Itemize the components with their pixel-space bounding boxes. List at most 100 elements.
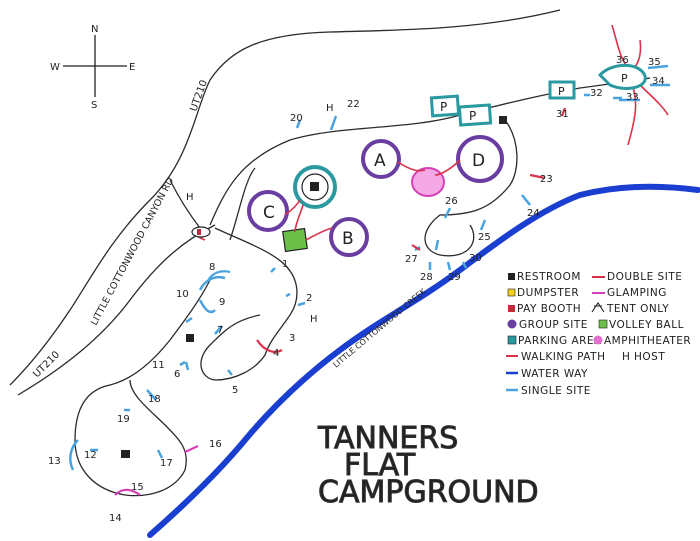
legend-amphitheater: AMPHITHEATER: [604, 335, 691, 347]
host-label: H: [186, 192, 194, 203]
site-15: 15: [131, 482, 144, 493]
creek-label: LITTLE COTTONWOOD CREEK: [332, 286, 429, 369]
site-36: 36: [616, 55, 629, 66]
title-line-1: TANNERS: [317, 421, 458, 456]
site-31: 31: [556, 109, 569, 120]
road-upper-loop: [209, 77, 651, 226]
site-32: 32: [590, 88, 603, 99]
tent-icon: [591, 302, 605, 313]
site-29: 29: [448, 272, 461, 283]
site-2: 2: [306, 293, 312, 304]
site-3: 3: [289, 333, 295, 344]
title: TANNERS FLAT CAMPGROUND: [317, 421, 540, 511]
title-line-2: FLAT: [344, 448, 416, 483]
glamping-16: [184, 445, 199, 453]
legend-amphitheater-swatch: [593, 335, 603, 345]
site-19: 19: [117, 414, 130, 425]
parking-icon: [507, 335, 517, 345]
legend-host: HOST: [634, 351, 665, 363]
site-17: 17: [160, 458, 173, 469]
road-ut210: [9, 9, 561, 386]
site-10: 10: [176, 289, 189, 300]
legend-double-site: DOUBLE SITE: [607, 271, 682, 283]
site-11: 11: [152, 360, 165, 371]
legend-parking-area: PARKING AREA: [518, 335, 602, 347]
site-24: 24: [527, 208, 540, 219]
glamping-14: [114, 488, 141, 496]
parking-3-label: P: [558, 85, 565, 98]
road-inner: [17, 224, 216, 396]
group-site-c-label: C: [263, 203, 275, 223]
volleyball-court[interactable]: [282, 227, 308, 253]
road-label-canyon: LITTLE COTTONWOOD CANYON RD: [89, 176, 177, 327]
site-23: 23: [540, 174, 553, 185]
legend-dumpster-swatch: [507, 288, 516, 297]
legend-single-site: SINGLE SITE: [521, 385, 591, 397]
legend-group-site: GROUP SITE: [519, 319, 588, 331]
site-30: 30: [469, 253, 482, 264]
site-4: 4: [273, 348, 279, 359]
legend-volleyball: VOLLEY BALL: [609, 319, 684, 331]
restroom-icon: [121, 450, 130, 458]
group-site-a-label: A: [374, 151, 386, 171]
creek: [147, 183, 700, 538]
compass-e: E: [129, 62, 135, 73]
road-label-ut210-upper: UT210: [188, 79, 209, 113]
group-site-b-label: B: [342, 229, 354, 249]
site-35: 35: [648, 57, 661, 68]
legend-tent-only: TENT ONLY: [606, 303, 669, 315]
site-13: 13: [48, 456, 61, 467]
parking-areas[interactable]: P P P P: [429, 63, 647, 127]
legend-walking-path: WALKING PATH: [521, 351, 606, 363]
restroom-parking-hub[interactable]: [293, 165, 337, 209]
site-27: 27: [405, 254, 418, 265]
parking-2-label: P: [469, 109, 476, 123]
site-28: 28: [420, 272, 433, 283]
legend: RESTROOM DOUBLE SITE DUMPSTER GLAMPING P…: [506, 271, 691, 397]
site-1: 1: [282, 259, 288, 270]
parking-1-label: P: [440, 100, 447, 114]
legend-dumpster: DUMPSTER: [517, 287, 579, 299]
site-12: 12: [84, 450, 97, 461]
road-lower-loop: [200, 227, 298, 381]
compass-s: S: [91, 100, 97, 111]
road-label-ut210-lower: UT210: [31, 349, 62, 380]
group-site-d-label: D: [472, 151, 485, 171]
legend-water-way: WATER WAY: [521, 368, 588, 380]
compass-w: W: [50, 62, 60, 73]
title-line-3: CAMPGROUND: [318, 475, 539, 510]
site-14: 14: [109, 513, 122, 524]
group-site-c[interactable]: [247, 190, 289, 232]
legend-pay-booth: PAY BOOTH: [517, 303, 581, 315]
road-lower-west: [74, 279, 211, 497]
double-site-23: [529, 173, 546, 180]
group-site-a[interactable]: [361, 139, 401, 179]
restroom-icon: [310, 182, 319, 191]
host-label: H: [326, 103, 334, 114]
double-site-31: [560, 107, 567, 117]
site-9: 9: [219, 297, 225, 308]
road-east-loop: [424, 119, 518, 257]
site-9-arc: [206, 270, 231, 282]
amphitheater[interactable]: [411, 167, 445, 197]
road-upper-loop-inner: [229, 167, 256, 241]
site-5: 5: [232, 385, 238, 396]
legend-group-site-swatch: [507, 319, 517, 329]
parking-4-label: P: [621, 72, 628, 85]
legend-pay-booth-swatch: [508, 305, 515, 312]
site-18: 18: [148, 394, 161, 405]
compass-rose: N S E W: [50, 24, 135, 111]
site-34: 34: [652, 76, 665, 87]
restroom-icon: [499, 116, 507, 124]
site-26: 26: [445, 196, 458, 207]
double-site-27: [411, 244, 421, 251]
group-site-d[interactable]: [456, 135, 504, 183]
group-site-b[interactable]: [329, 217, 369, 257]
site-20: 20: [290, 113, 303, 124]
site-6: 6: [174, 369, 180, 380]
site-8: 8: [209, 262, 215, 273]
legend-glamping: GLAMPING: [607, 287, 667, 299]
host-label: H: [310, 314, 318, 325]
